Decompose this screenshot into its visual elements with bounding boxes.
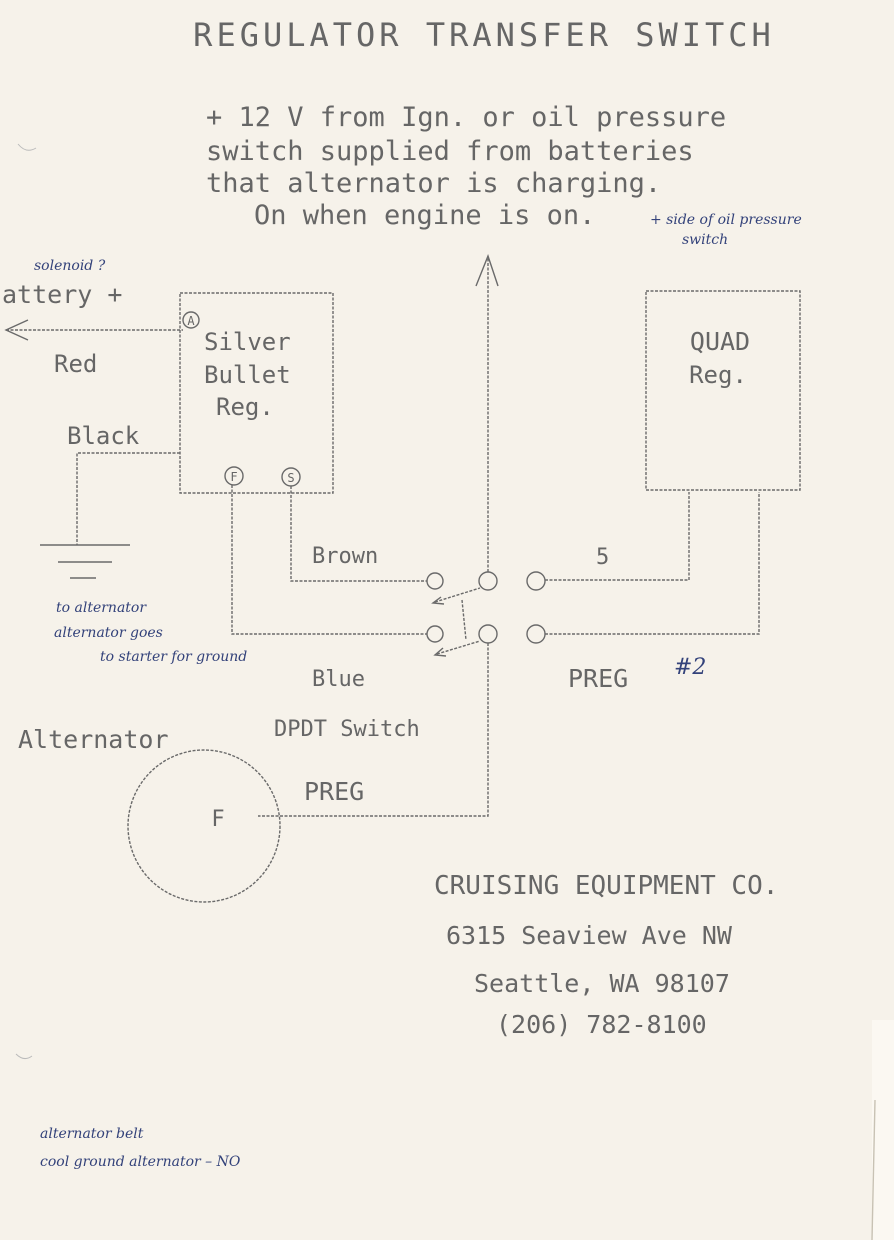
punch-mark bbox=[17, 143, 37, 151]
handwritten-ground-note: alternator goes bbox=[54, 625, 163, 641]
punch-mark bbox=[15, 1053, 33, 1060]
switch-blade bbox=[436, 640, 481, 655]
handwritten-solenoid: solenoid ? bbox=[34, 258, 106, 274]
switch-contact bbox=[426, 572, 444, 590]
silver-bullet-regulator-box bbox=[179, 292, 334, 494]
handwritten-preg-number: #2 bbox=[674, 655, 706, 680]
terminal-a-label: A bbox=[187, 314, 195, 328]
terminal-s-label: S bbox=[287, 471, 294, 485]
switch-linkage bbox=[461, 599, 467, 641]
battery-label: attery + bbox=[2, 280, 122, 309]
switch-blade bbox=[434, 587, 481, 603]
black-label: Black bbox=[67, 422, 140, 450]
switch-label: DPDT Switch bbox=[274, 717, 420, 742]
red-label: Red bbox=[54, 350, 97, 378]
switch-blade-arrow-icon bbox=[431, 596, 445, 605]
note-line: that alternator is charging. bbox=[206, 168, 661, 199]
battery-arrow-icon bbox=[4, 319, 29, 341]
preg-right-label: PREG bbox=[568, 664, 628, 693]
switch-blade-arrow-icon bbox=[433, 647, 447, 657]
company-name: CRUISING EQUIPMENT CO. bbox=[434, 871, 778, 901]
scan-edge-line bbox=[871, 1099, 876, 1240]
brown-label: Brown bbox=[312, 544, 378, 569]
scan-edge bbox=[872, 1020, 894, 1240]
note-line: On when engine is on. bbox=[254, 200, 595, 231]
silver-bullet-line: Reg. bbox=[216, 393, 274, 421]
handwritten-bottom-note: cool ground alternator – NO bbox=[40, 1154, 241, 1170]
alternator-f-label: F bbox=[211, 807, 224, 832]
preg-wire bbox=[258, 643, 489, 817]
diagram-title: REGULATOR TRANSFER SWITCH bbox=[193, 16, 775, 54]
company-phone: (206) 782-8100 bbox=[496, 1010, 707, 1039]
brown-wire bbox=[290, 486, 427, 582]
switch-contact bbox=[526, 624, 546, 644]
company-street: 6315 Seaview Ave NW bbox=[446, 921, 733, 950]
up-arrow-icon bbox=[475, 253, 499, 287]
quad-regulator-box bbox=[645, 290, 801, 491]
blue-wire bbox=[231, 485, 427, 635]
handwritten-bottom-note: alternator belt bbox=[40, 1126, 144, 1142]
quad-wire-5 bbox=[545, 492, 690, 581]
handwritten-ground-note: to alternator bbox=[56, 600, 147, 616]
switch-contact bbox=[426, 625, 444, 643]
note-line: switch supplied from batteries bbox=[206, 136, 694, 167]
alternator-circle bbox=[127, 749, 281, 903]
black-wire bbox=[76, 452, 180, 545]
handwritten-oil-pressure: + side of oil pressure bbox=[650, 212, 802, 228]
switch-contact bbox=[478, 624, 498, 644]
five-label: 5 bbox=[596, 545, 609, 570]
switch-contact bbox=[478, 571, 498, 591]
preg-bottom-label: PREG bbox=[304, 777, 364, 806]
terminal-a bbox=[182, 311, 200, 329]
quad-line: QUAD bbox=[690, 327, 750, 356]
quad-line: Reg. bbox=[689, 361, 747, 389]
note-line: + 12 V from Ign. or oil pressure bbox=[206, 102, 726, 133]
alternator-label: Alternator bbox=[18, 725, 169, 754]
handwritten-ground-note: to starter for ground bbox=[100, 649, 247, 665]
company-city: Seattle, WA 98107 bbox=[474, 969, 730, 998]
silver-bullet-line: Silver bbox=[204, 328, 291, 356]
quad-wire-preg bbox=[545, 492, 760, 635]
switch-contact bbox=[526, 571, 546, 591]
terminal-f-label: F bbox=[230, 470, 237, 484]
terminal-f bbox=[224, 466, 244, 486]
blue-label: Blue bbox=[312, 667, 365, 692]
silver-bullet-line: Bullet bbox=[204, 361, 291, 389]
handwritten-oil-pressure-2: switch bbox=[682, 232, 728, 248]
